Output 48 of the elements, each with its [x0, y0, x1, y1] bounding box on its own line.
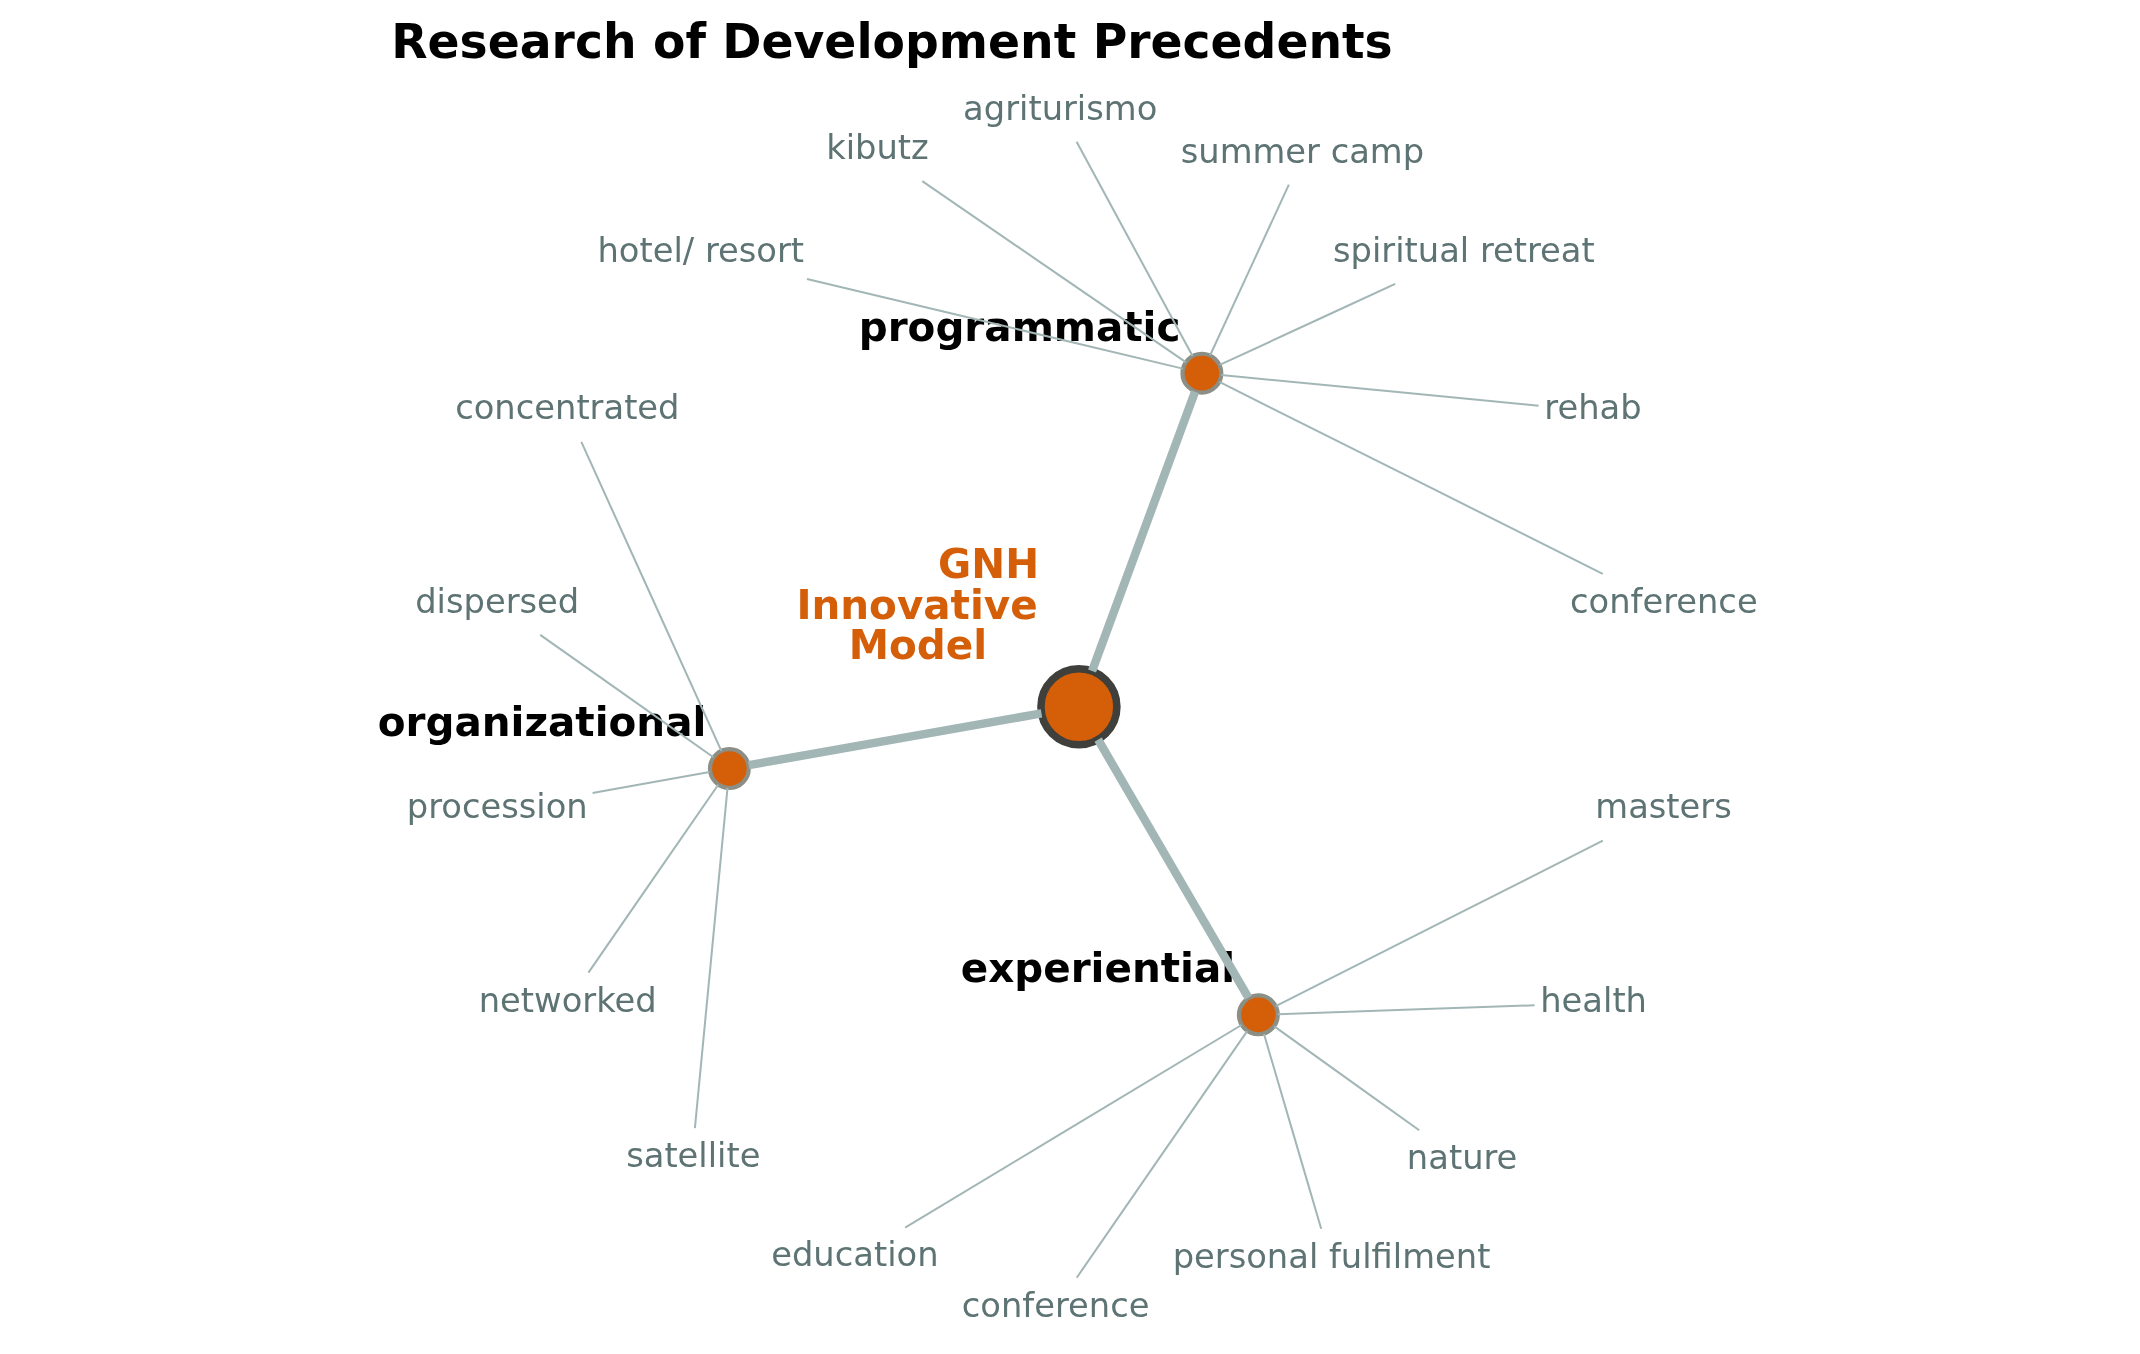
node-circle [707, 747, 751, 791]
node-text: health [1540, 980, 1647, 1020]
connector [1273, 1025, 1420, 1132]
connector [693, 787, 729, 1129]
connector [1075, 141, 1194, 357]
node-text: agriturismo [963, 88, 1158, 128]
connector [904, 1024, 1243, 1229]
node-text: networked [478, 980, 657, 1020]
connector [1275, 839, 1604, 1007]
connector [806, 278, 1184, 370]
connector [1219, 282, 1396, 366]
connector [1218, 381, 1604, 575]
node-text: personal fulfilment [1172, 1237, 1491, 1277]
node-label: organizational [377, 698, 707, 747]
connector [1277, 1004, 1535, 1016]
node-text: education [771, 1235, 939, 1275]
diagram-title: Research of Development Precedents [391, 13, 1393, 69]
connector [580, 441, 723, 752]
node-text: conference [961, 1285, 1150, 1325]
node-text: satellite [626, 1136, 761, 1176]
node-label: programmatic [858, 302, 1181, 351]
node-circle [1180, 351, 1224, 395]
node-text: concentrated [455, 388, 680, 428]
connector [1088, 390, 1199, 673]
node-text: spiritual retreat [1332, 230, 1595, 270]
node-text: rehab [1544, 388, 1642, 428]
connector [748, 709, 1043, 770]
node-circle [1236, 993, 1280, 1037]
node-label: GNH Innovative Model [796, 540, 1040, 670]
connector [1209, 184, 1290, 356]
node-text: hotel/ resort [597, 230, 805, 270]
node-text: nature [1406, 1138, 1518, 1178]
connector [539, 634, 714, 759]
node-text: procession [406, 787, 588, 827]
node-label: experiential [960, 944, 1236, 993]
node-text: summer camp [1180, 131, 1425, 171]
connector [592, 771, 710, 794]
node-text: conference [1569, 581, 1758, 621]
connector [1263, 1033, 1323, 1229]
connector [587, 784, 720, 974]
node-text: masters [1595, 787, 1732, 827]
connector [921, 180, 1187, 363]
node-text: dispersed [415, 581, 580, 621]
node-text: kibutz [826, 127, 929, 167]
connector [1094, 737, 1252, 1000]
connector [1075, 1030, 1248, 1279]
node-circle [1037, 665, 1121, 749]
connector [1221, 374, 1539, 407]
